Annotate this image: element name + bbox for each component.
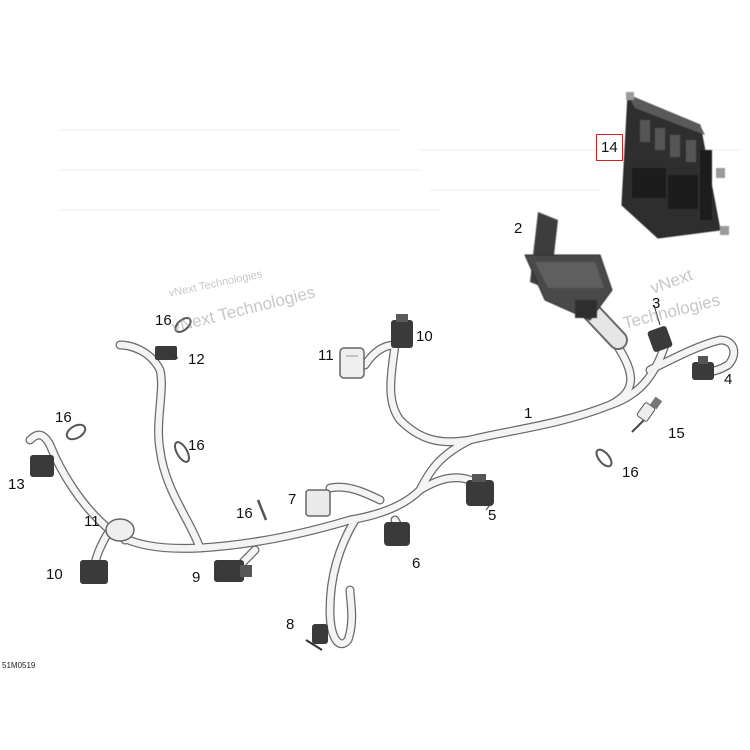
callout-8: 8 <box>286 616 295 633</box>
callout-9: 9 <box>192 569 201 586</box>
connector-part-11-lower[interactable] <box>105 518 135 542</box>
clip-part-16-left[interactable] <box>64 422 87 442</box>
callout-16-mid: 16 <box>236 505 253 522</box>
callout-14[interactable]: 14 <box>596 134 623 161</box>
callout-16-top: 16 <box>155 312 172 329</box>
connector-part-10-top[interactable] <box>391 314 413 348</box>
clip-part-16-top[interactable] <box>173 315 193 334</box>
connector-part-4[interactable] <box>692 356 714 380</box>
callout-16-center: 16 <box>188 437 205 454</box>
callout-10-lower: 10 <box>46 566 63 583</box>
callout-16-left: 16 <box>55 409 72 426</box>
harness-wires <box>25 330 739 649</box>
callout-7: 7 <box>288 491 297 508</box>
callout-6: 6 <box>412 555 421 572</box>
connector-part-3[interactable] <box>647 325 673 353</box>
callout-4: 4 <box>724 371 733 388</box>
connector-part-13[interactable] <box>30 455 54 477</box>
callout-3: 3 <box>652 295 661 312</box>
callout-10-top: 10 <box>416 328 433 345</box>
callout-1: 1 <box>524 405 533 422</box>
background-texture <box>60 129 740 211</box>
callout-15: 15 <box>668 425 685 442</box>
connector-part-5[interactable] <box>466 474 494 506</box>
callout-5: 5 <box>488 507 497 524</box>
connector-part-7[interactable] <box>305 489 331 517</box>
connector-part-8[interactable] <box>305 624 328 651</box>
connector-part-6[interactable] <box>384 522 410 546</box>
reference-code: 51M0519 <box>2 661 36 670</box>
ecu-module-part-2[interactable] <box>524 212 613 321</box>
clip-part-16-center[interactable] <box>172 440 192 464</box>
clip-part-16[interactable] <box>594 447 615 469</box>
clip-part-16-mid[interactable] <box>256 499 268 521</box>
connector-part-11-top[interactable] <box>339 347 365 379</box>
callout-16-right: 16 <box>622 464 639 481</box>
fuse-box-part-14[interactable] <box>621 92 729 239</box>
clip-part-12[interactable] <box>155 346 177 360</box>
callout-2: 2 <box>514 220 523 237</box>
callout-11-top: 11 <box>318 347 334 364</box>
sensor-part-15[interactable] <box>631 396 663 433</box>
callout-12: 12 <box>188 351 205 368</box>
callout-11-lower: 11 <box>84 513 100 530</box>
connector-part-10-lower[interactable] <box>80 560 108 584</box>
leader-lines <box>161 304 661 511</box>
callout-13: 13 <box>8 476 25 493</box>
connector-part-9[interactable] <box>214 560 252 582</box>
